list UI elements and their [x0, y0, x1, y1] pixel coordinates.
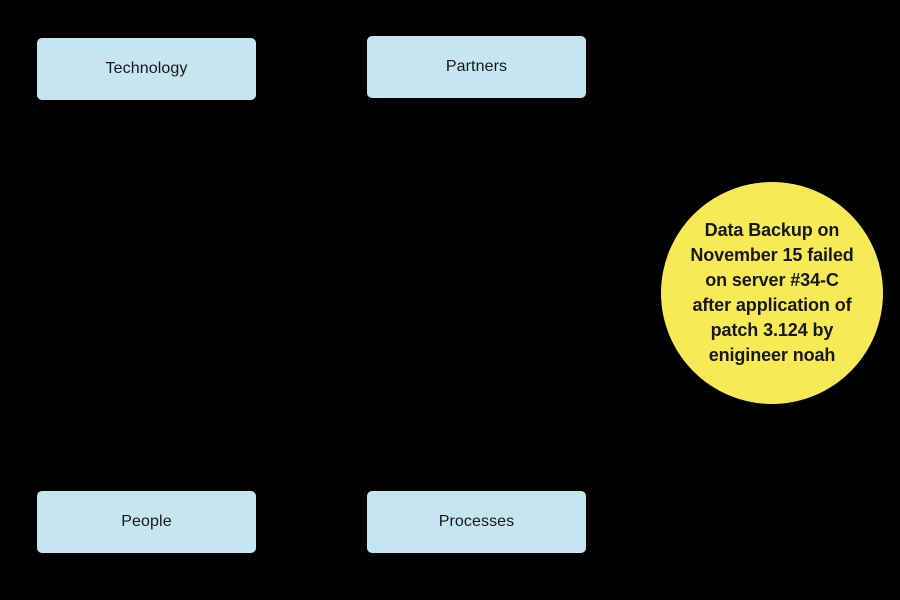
node-people-label: People [121, 513, 172, 531]
node-people[interactable]: People [37, 491, 256, 553]
node-technology-label: Technology [105, 60, 188, 78]
node-processes[interactable]: Processes [367, 491, 586, 553]
note-circle-data-backup[interactable]: Data Backup on November 15 failed on ser… [661, 182, 883, 404]
node-processes-label: Processes [438, 513, 515, 531]
note-line-2: November 15 failed [690, 245, 854, 265]
node-partners[interactable]: Partners [367, 36, 586, 98]
note-line-4: after application of [692, 295, 852, 315]
note-line-6: enigineer noah [708, 345, 836, 365]
note-line-3: on server #34-C [705, 270, 839, 290]
node-partners-label: Partners [445, 58, 508, 76]
note-line-5: patch 3.124 by [710, 320, 834, 340]
note-line-1: Data Backup on [704, 220, 840, 240]
node-technology[interactable]: Technology [37, 38, 256, 100]
note-circle-text: Data Backup on November 15 failed on ser… [675, 218, 869, 368]
